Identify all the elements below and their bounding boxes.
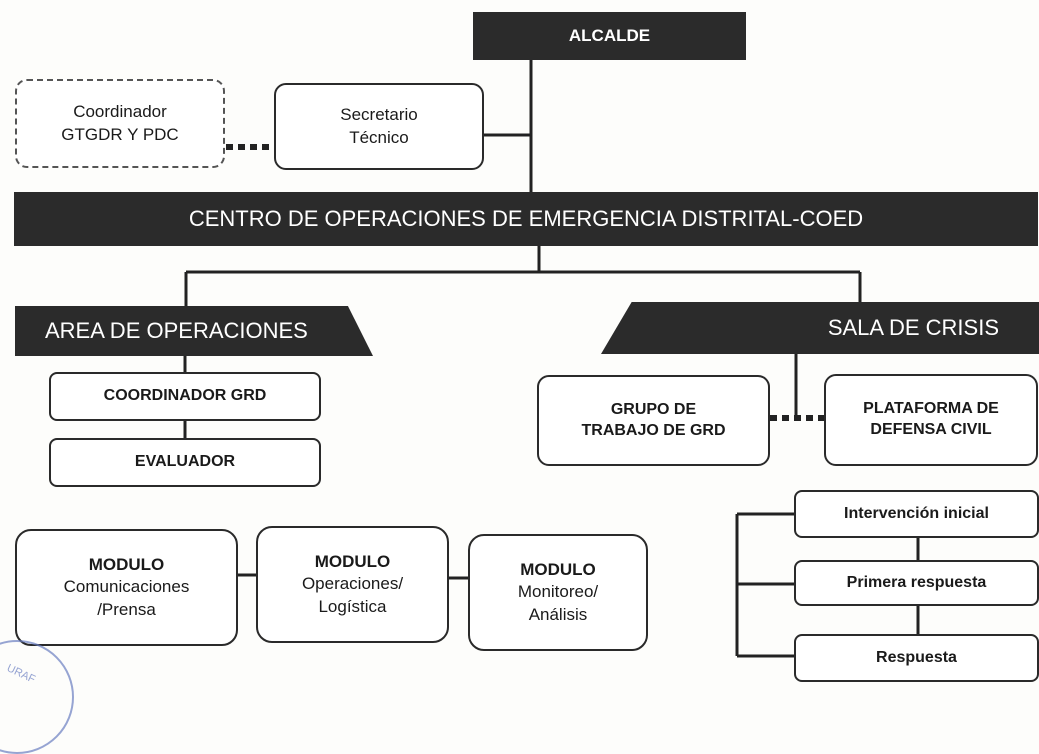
secretario-label: Secretario Técnico bbox=[340, 105, 418, 147]
grupo-trabajo-label: GRUPO DE TRABAJO DE GRD bbox=[581, 400, 726, 439]
fase-respuesta-box: Respuesta bbox=[794, 634, 1039, 682]
modulo-subtitle: Comunicaciones /Prensa bbox=[63, 577, 190, 619]
sala-crisis-label: SALA DE CRISIS bbox=[827, 315, 999, 340]
modulo-title: MODULO bbox=[88, 555, 165, 575]
area-operaciones-banner: AREA DE OPERACIONES bbox=[15, 306, 373, 356]
plataforma-box: PLATAFORMA DE DEFENSA CIVIL bbox=[824, 374, 1038, 466]
area-operaciones-label: AREA DE OPERACIONES bbox=[45, 318, 308, 343]
modulo-comunicaciones-box: MODULO Comunicaciones /Prensa bbox=[15, 529, 238, 646]
alcalde-box: ALCALDE bbox=[473, 12, 746, 60]
evaluador-box: EVALUADOR bbox=[49, 438, 321, 487]
modulo-monitoreo-box: MODULO Monitoreo/ Análisis bbox=[468, 534, 648, 651]
connector-lines bbox=[183, 60, 920, 658]
coordinador-grd-box: COORDINADOR GRD bbox=[49, 372, 321, 421]
evaluador-label: EVALUADOR bbox=[134, 453, 236, 471]
fase-intervencion-box: Intervención inicial bbox=[794, 490, 1039, 538]
fase-label: Primera respuesta bbox=[846, 573, 987, 591]
modulo-subtitle: Operaciones/ Logística bbox=[301, 574, 404, 616]
seal-text: URAF bbox=[4, 662, 38, 686]
coed-banner: CENTRO DE OPERACIONES DE EMERGENCIA DIST… bbox=[14, 192, 1038, 246]
coed-label: CENTRO DE OPERACIONES DE EMERGENCIA DIST… bbox=[188, 206, 864, 231]
plataforma-label: PLATAFORMA DE DEFENSA CIVIL bbox=[863, 400, 999, 438]
sala-crisis-banner: SALA DE CRISIS bbox=[601, 302, 1039, 354]
coordinador-grd-label: COORDINADOR GRD bbox=[103, 387, 267, 405]
fase-label: Intervención inicial bbox=[844, 504, 989, 522]
modulo-operaciones-box: MODULO Operaciones/ Logística bbox=[256, 526, 449, 643]
alcalde-label: ALCALDE bbox=[568, 26, 651, 45]
fase-primera-respuesta-box: Primera respuesta bbox=[794, 560, 1039, 606]
modulo-title: MODULO bbox=[314, 552, 391, 572]
coordinador-gtgdr-label: Coordinador GTGDR Y PDC bbox=[61, 102, 179, 144]
fase-label: Respuesta bbox=[876, 648, 957, 666]
coordinador-gtgdr-box: Coordinador GTGDR Y PDC bbox=[15, 79, 225, 168]
modulo-subtitle: Monitoreo/ Análisis bbox=[517, 582, 599, 624]
secretario-box: Secretario Técnico bbox=[274, 83, 484, 170]
grupo-trabajo-box: GRUPO DE TRABAJO DE GRD bbox=[537, 375, 770, 466]
modulo-title: MODULO bbox=[520, 560, 596, 580]
